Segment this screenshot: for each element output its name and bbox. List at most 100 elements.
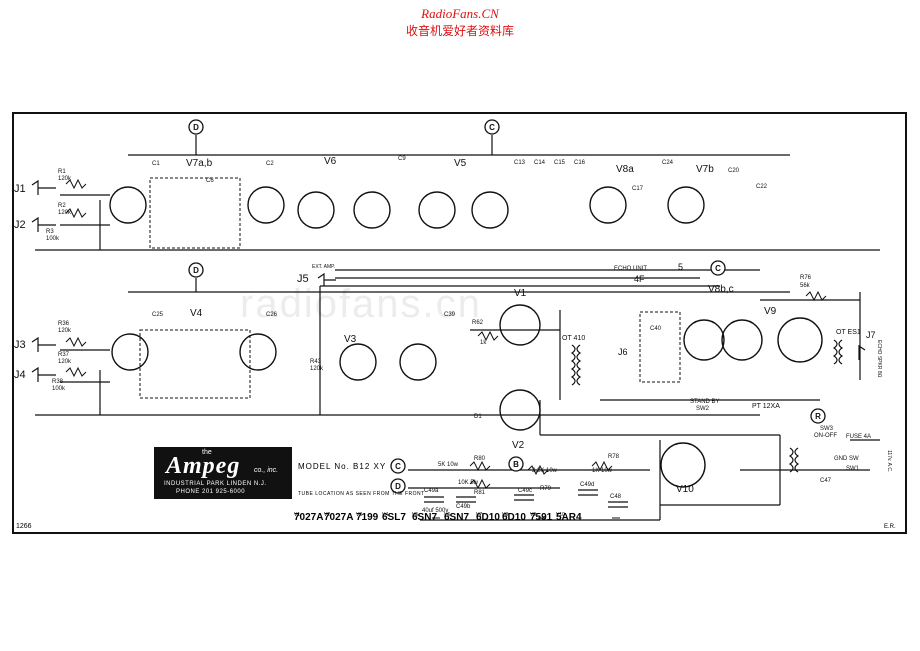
part-label: C49a: [424, 488, 439, 494]
part-label: R1: [58, 169, 66, 175]
part-label: R81: [474, 490, 486, 496]
drafter-initials: E.R.: [884, 524, 896, 530]
jack-j4-label: J4: [14, 369, 26, 381]
node-label: D: [193, 123, 199, 132]
shield-outlines: [139, 177, 681, 399]
tube-v8a: [589, 186, 627, 224]
tube-v9: [777, 317, 823, 363]
part-label: C6: [206, 178, 214, 184]
tube-v10-label: V10: [676, 484, 694, 495]
node-c-bottom: [390, 458, 406, 474]
echo-transformer-label: OT ES1: [836, 329, 861, 336]
node-d-mid: [188, 262, 204, 278]
part-label: C26: [266, 312, 278, 318]
output-transformer-label: OT 410: [562, 335, 585, 342]
part-value: 120k: [58, 328, 72, 334]
part-value: 5K 10w: [438, 462, 459, 468]
node-label: C: [715, 264, 721, 273]
part-label: C48: [610, 494, 622, 500]
part-label: C14: [534, 160, 546, 166]
part-label: C20: [728, 168, 740, 174]
echo-speaker-label: ECHO SPKR 8Ω: [876, 340, 882, 378]
part-value: 1K 10w: [592, 468, 613, 474]
filter-caps: [424, 489, 628, 508]
tube-v9-label: V9: [764, 306, 777, 317]
tube-v5b: [471, 191, 509, 229]
line-voltage-label: 117v. A.C.: [886, 450, 892, 472]
part-value: 1k: [480, 340, 487, 346]
part-label: C47: [820, 478, 832, 484]
part-label: R76: [800, 275, 812, 281]
part-label: R2: [58, 203, 66, 209]
tube-v8c: [721, 319, 763, 361]
tube-v2-label: V2: [512, 440, 525, 451]
jack-j7-label: J7: [866, 330, 876, 340]
resistor-marks: [65, 178, 827, 490]
part-label: C1: [152, 161, 160, 167]
part-value: 120k: [58, 210, 72, 216]
tube-v5-label: V5: [454, 158, 467, 169]
site-title: RadioFans.CN: [421, 6, 499, 21]
part-label: D1: [474, 414, 482, 420]
node-d-bottom: [390, 478, 406, 494]
tube-v7-reverb: [667, 186, 705, 224]
node-d-top: [188, 119, 204, 135]
site-subtitle: 收音机爱好者资料库: [405, 24, 514, 38]
part-label: R36: [58, 321, 70, 327]
tube-v3a: [339, 343, 377, 381]
logo-co: co., inc.: [254, 467, 279, 474]
tube-v6a: [297, 191, 335, 229]
part-label: C49c: [518, 488, 532, 494]
ampeg-logo: the Ampeg co., inc. INDUSTRIAL PARK LIND…: [154, 447, 292, 499]
node-label: C: [395, 462, 401, 471]
node-b-bottom: [508, 456, 524, 472]
part-label: 4F: [634, 274, 645, 284]
part-label: STAND BY: [690, 399, 720, 405]
tube-v4a: [111, 333, 149, 371]
logo-the: the: [202, 449, 212, 456]
node-label: R: [815, 412, 821, 421]
part-label: ECHO UNIT: [614, 266, 647, 272]
jack-j6-label: J6: [618, 347, 628, 357]
tube-v4b: [239, 333, 277, 371]
node-markers: [188, 119, 826, 494]
tube-v6b: [353, 191, 391, 229]
part-label: C39: [444, 312, 456, 318]
tube-v7-label: V7a,b: [186, 158, 213, 169]
jack-j5-label: J5: [297, 273, 309, 285]
jack-j1-label: J1: [14, 183, 26, 195]
part-value: 2.2K 10w: [532, 468, 558, 474]
part-label: C15: [554, 160, 566, 166]
part-label: C2: [266, 161, 274, 167]
logo-phone: PHONE 201 925-6000: [176, 489, 246, 495]
part-label: C16: [574, 160, 586, 166]
part-label: R3: [46, 229, 54, 235]
tube-v10: [660, 442, 706, 488]
part-value: 120k: [310, 366, 324, 372]
part-label: 5: [678, 262, 683, 272]
tube-location-note: TUBE LOCATION AS SEEN FROM THE FRONT: [298, 491, 425, 497]
jack-j3-label: J3: [14, 339, 26, 351]
part-label: R43: [310, 359, 322, 365]
node-label: D: [395, 482, 401, 491]
part-value: 100k: [52, 386, 66, 392]
tube-v3b: [399, 343, 437, 381]
part-label: R78: [608, 454, 620, 460]
jack-symbols: [31, 179, 866, 382]
node-label: D: [193, 266, 199, 275]
date-code: 1266: [16, 523, 32, 530]
tube-v1-label: V1: [514, 288, 527, 299]
tube-v8b-label: V8b,c: [708, 284, 734, 295]
part-label: R62: [472, 320, 484, 326]
part-label: C9: [398, 156, 406, 162]
part-value: 120k: [58, 176, 72, 182]
part-label: C24: [662, 160, 674, 166]
tube-v2: [499, 389, 541, 431]
jack-j2-label: J2: [14, 219, 26, 231]
logo-brand: Ampeg: [166, 453, 241, 479]
tube-v6-label: V6: [324, 156, 337, 167]
node-c-top: [484, 119, 500, 135]
part-label: GND SW: [834, 456, 859, 462]
